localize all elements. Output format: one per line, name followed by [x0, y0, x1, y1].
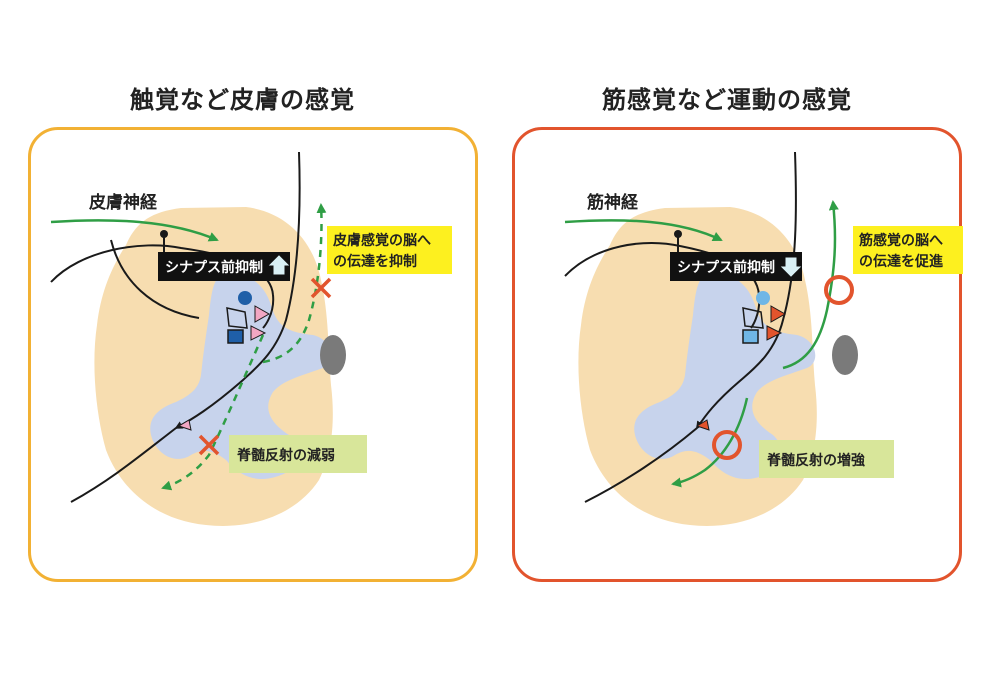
brain-label-box: [853, 226, 963, 274]
postsynaptic-shape: [742, 307, 764, 329]
grey-matter: [150, 273, 332, 480]
presynaptic-terminal: [238, 291, 252, 305]
grey-matter: [634, 273, 816, 480]
postsynaptic-shape: [226, 307, 248, 329]
black-fiber-3: [70, 427, 177, 503]
black-fiber-2: [696, 151, 797, 430]
left-panel-skin-sense: 皮膚神経 シナプス前抑制 皮膚感覚の脳へ の伝達を抑制 脊髄反射の減弱: [28, 127, 478, 582]
reflex-label: 脊髄反射の減弱: [236, 447, 335, 464]
dorsal-root-ganglion: [320, 335, 346, 375]
circle-stroke: [824, 275, 854, 305]
terminal-triangle-3: [177, 419, 192, 431]
inhibition-up-arrow-icon: [268, 255, 290, 275]
brain-label-line2: の伝達を抑制: [333, 253, 417, 270]
black-fiber-4: [110, 239, 200, 319]
green-reflex: [671, 397, 749, 488]
reflex-label-box: [759, 440, 894, 478]
postsynaptic-cell-left: [227, 329, 244, 344]
reflex-label: 脊髄反射の増強: [766, 452, 865, 469]
green-nerve: [50, 219, 219, 242]
brain-label-line1: 筋感覚の脳へ: [859, 232, 943, 249]
right-panel-muscle-sense: 筋神経 シナプス前抑制 筋感覚の脳へ の伝達を促進 脊髄反射の増強: [512, 127, 963, 582]
circle-stroke: [712, 430, 742, 460]
right-panel-title: 筋感覚など運動の感覚: [602, 86, 852, 114]
brain-label-box: [327, 226, 452, 274]
green-ascending: [782, 200, 839, 370]
green-ascending-dashed: [262, 203, 327, 364]
dorsal-root-ganglion: [832, 335, 858, 375]
inhibition-label-box: [670, 252, 802, 281]
x-stroke: [310, 277, 332, 299]
green-nerve: [564, 219, 723, 242]
presynaptic-knob: [674, 230, 682, 238]
terminal-triangle-2: [766, 325, 783, 341]
terminal-triangle-3: [695, 419, 710, 431]
reflex-label-box: [229, 435, 367, 473]
marker-reflex-x-icon: [198, 434, 220, 456]
nerve-label: 筋神経: [586, 192, 639, 213]
brain-label-line2: の伝達を促進: [859, 253, 943, 270]
inhibition-label: シナプス前抑制: [165, 259, 263, 276]
marker-brain-x-icon: [310, 277, 332, 299]
marker-reflex-circle-icon: [712, 430, 742, 460]
terminal-triangle-1: [770, 305, 787, 323]
right-diagram: 筋神経 シナプス前抑制 筋感覚の脳へ の伝達を促進 脊髄反射の増強: [564, 151, 963, 526]
inhibition-label-box: [158, 252, 290, 281]
left-panel-title: 触覚など皮膚の感覚: [130, 86, 355, 114]
nerve-label: 皮膚神経: [89, 192, 158, 213]
brain-label-line1: 皮膚感覚の脳へ: [332, 232, 431, 249]
black-fiber-3: [584, 427, 698, 503]
terminal-triangle-1: [254, 305, 271, 323]
x-stroke: [198, 434, 220, 456]
presynaptic-knob: [160, 230, 168, 238]
inhibition-down-arrow-icon: [780, 257, 802, 277]
green-reflex-dashed: [161, 334, 265, 491]
marker-brain-circle-icon: [824, 275, 854, 305]
left-diagram: 皮膚神経 シナプス前抑制 皮膚感覚の脳へ の伝達を抑制 脊髄反射の減弱: [50, 151, 452, 526]
inhibition-label: シナプス前抑制: [677, 259, 775, 276]
presynaptic-terminal: [756, 291, 770, 305]
terminal-triangle-2: [250, 325, 267, 341]
black-fiber-2: [174, 151, 301, 429]
postsynaptic-cell-left: [742, 329, 759, 344]
